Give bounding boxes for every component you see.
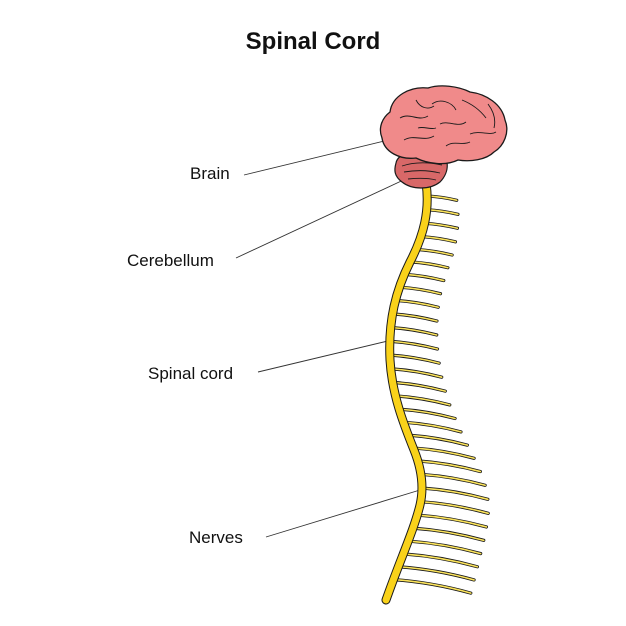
leader-lines <box>235 135 421 538</box>
nerve-branch-outline <box>391 578 473 595</box>
nerve-branch-outline <box>396 565 476 582</box>
nerve-branch <box>392 578 472 594</box>
nerves-label: Nerves <box>189 528 243 547</box>
nerve-branch <box>407 540 482 555</box>
nerve-branch <box>397 565 475 581</box>
diagram-title: Spinal Cord <box>245 28 381 55</box>
nerve-branch-outline <box>419 472 487 487</box>
spinal-cord-label: Spinal cord <box>148 364 234 383</box>
nerve-branch <box>419 500 489 515</box>
nerve-branch-outline <box>420 486 490 501</box>
nerve-branch <box>421 487 489 501</box>
nerve-branch <box>402 553 479 568</box>
nerve-branch-outline <box>411 526 486 542</box>
nerve-branch <box>420 473 486 487</box>
spinal-nerves <box>388 194 490 595</box>
nerve-branch-outline <box>401 552 479 569</box>
brain-label: Brain <box>190 164 230 183</box>
brain <box>379 85 508 165</box>
nerve-branch-outline <box>406 539 483 556</box>
nerve-branch <box>412 527 485 542</box>
nerve-branch <box>412 447 475 460</box>
cerebellum-leader-line <box>235 175 413 259</box>
nerve-branch <box>417 460 482 473</box>
spinal-cord-fill <box>382 179 431 604</box>
nerve-branch <box>416 514 488 528</box>
spinal-cord-leader-line <box>257 339 393 373</box>
brain-leader-line <box>243 135 406 176</box>
cerebellum-label: Cerebellum <box>127 251 214 270</box>
nerve-branch-outline <box>419 500 490 515</box>
nerve-branch-outline <box>415 513 489 529</box>
nerves-leader-line <box>265 489 421 538</box>
